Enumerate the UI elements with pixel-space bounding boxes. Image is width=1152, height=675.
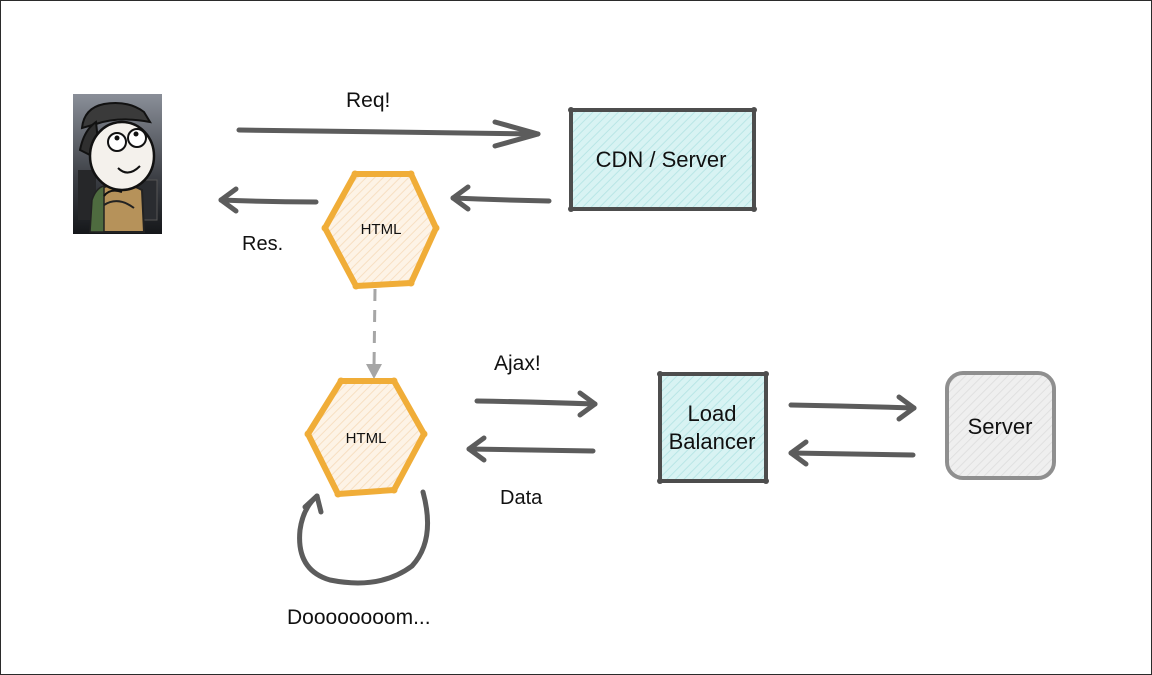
res-arrow-from-cdn	[450, 184, 552, 212]
server-label: Server	[968, 414, 1033, 439]
data-arrow	[466, 435, 596, 463]
doom-label: Doooooooom...	[287, 606, 431, 629]
html-label-bottom: HTML	[346, 430, 387, 447]
load-balancer-label-line1: Load	[688, 401, 737, 426]
load-balancer-label-line2: Balancer	[669, 429, 756, 454]
res-label: Res.	[242, 233, 283, 255]
html-hexagon-bottom: HTML	[304, 377, 428, 498]
req-label: Req!	[346, 89, 390, 112]
doom-loop-arrow	[297, 489, 430, 586]
load-balancer-box: Load Balancer	[657, 371, 769, 484]
lb-to-server-arrow	[788, 394, 917, 422]
html-hexagon-top: HTML	[321, 170, 440, 290]
cdn-server-label: CDN / Server	[596, 147, 727, 172]
req-arrow	[236, 119, 541, 149]
res-arrow-to-user	[218, 186, 319, 214]
data-label: Data	[500, 487, 543, 509]
ajax-arrow	[474, 390, 598, 418]
ajax-label: Ajax!	[494, 352, 541, 375]
cdn-server-box: CDN / Server	[568, 107, 757, 212]
dashed-connector	[366, 288, 382, 379]
server-to-lb-arrow	[788, 439, 916, 467]
html-label-top: HTML	[361, 221, 402, 238]
user-avatar-icon	[73, 94, 162, 234]
server-box: Server	[945, 371, 1056, 480]
